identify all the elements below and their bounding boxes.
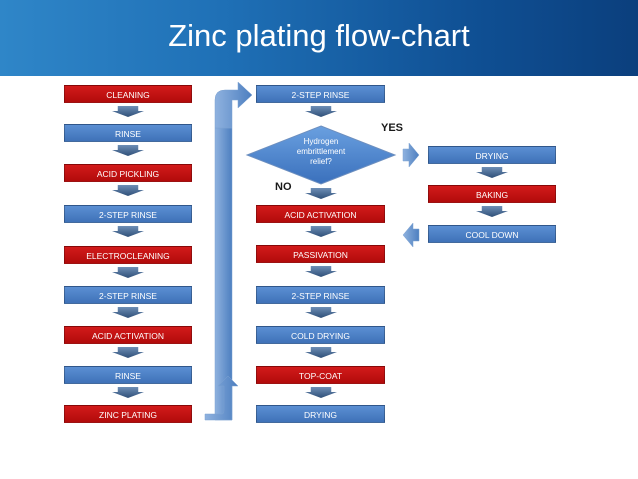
step-rinse: RINSE xyxy=(64,366,192,384)
flow-arrow-icon xyxy=(112,347,144,358)
step-acid-activation: ACID ACTIVATION xyxy=(256,205,385,223)
no-label: NO xyxy=(275,181,292,193)
page-title: Zinc plating flow-chart xyxy=(168,18,470,53)
flow-arrow-icon xyxy=(112,185,144,196)
decision-diamond xyxy=(245,125,397,185)
step-2-step-rinse: 2-STEP RINSE xyxy=(64,205,192,223)
header-banner xyxy=(0,0,638,76)
return-flow-arrow xyxy=(214,127,233,421)
flow-arrow-icon xyxy=(305,106,337,117)
flow-arrow-icon xyxy=(112,267,144,278)
flow-arrow-icon xyxy=(112,387,144,398)
step-2-step-rinse: 2-STEP RINSE xyxy=(256,286,385,304)
top-hook-arrow xyxy=(214,81,253,129)
step-baking: BAKING xyxy=(428,185,556,203)
step-passivation: PASSIVATION xyxy=(256,245,385,263)
flow-arrow-icon xyxy=(305,226,337,237)
step-cleaning: CLEANING xyxy=(64,85,192,103)
step-rinse: RINSE xyxy=(64,124,192,142)
flow-arrow-icon xyxy=(476,167,508,178)
flow-arrow-icon xyxy=(112,307,144,318)
step-acid-activation: ACID ACTIVATION xyxy=(64,326,192,344)
step-electrocleaning: ELECTROCLEANING xyxy=(64,246,192,264)
step-top-coat: TOP-COAT xyxy=(256,366,385,384)
flow-arrow-icon xyxy=(305,307,337,318)
step-cold-drying: COLD DRYING xyxy=(256,326,385,344)
step-2-step-rinse-top: 2-STEP RINSE xyxy=(256,85,385,103)
flow-arrow-icon xyxy=(305,347,337,358)
flow-arrow-icon xyxy=(112,106,144,117)
bottom-hook-arrow xyxy=(204,375,239,421)
step-drying-relief: DRYING xyxy=(428,146,556,164)
flow-arrow-icon xyxy=(476,206,508,217)
flow-arrow-icon xyxy=(305,188,337,199)
flow-arrow-icon xyxy=(305,266,337,277)
step-drying: DRYING xyxy=(256,405,385,423)
step-acid-pickling: ACID PICKLING xyxy=(64,164,192,182)
step-cool-down: COOL DOWN xyxy=(428,225,556,243)
flow-arrow-icon xyxy=(112,226,144,237)
yes-arrow xyxy=(402,142,420,168)
flow-arrow-icon xyxy=(112,145,144,156)
flow-arrow-icon xyxy=(305,387,337,398)
yes-label: YES xyxy=(381,122,404,134)
step-2-step-rinse: 2-STEP RINSE xyxy=(64,286,192,304)
back-arrow xyxy=(402,222,420,248)
step-zinc-plating: ZINC PLATING xyxy=(64,405,192,423)
